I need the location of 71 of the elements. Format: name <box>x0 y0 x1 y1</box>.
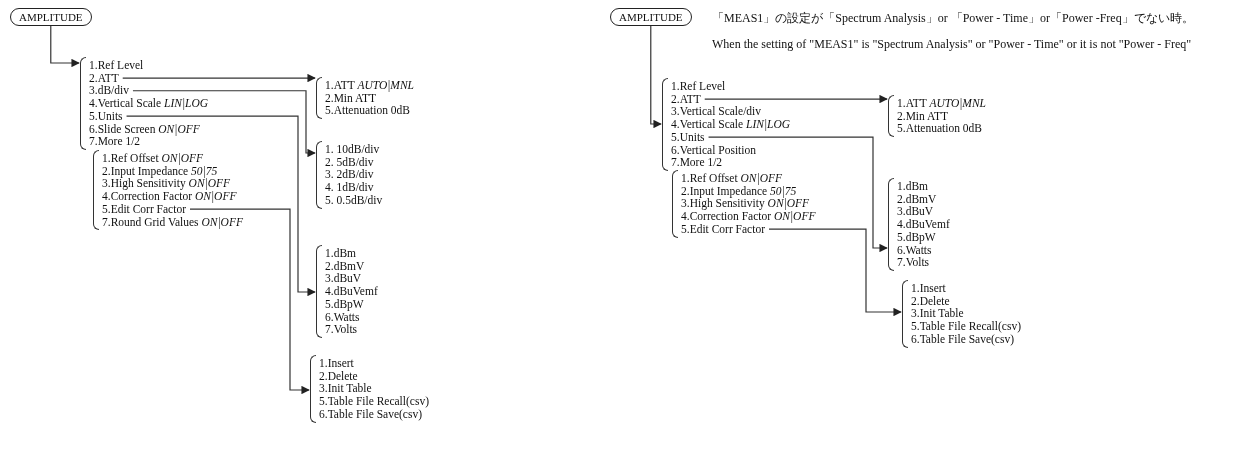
menu-item: 5.Units <box>89 109 209 123</box>
menu-item: 5.dBpW <box>897 230 950 244</box>
menu-item: 2.Delete <box>319 369 429 383</box>
menu-item: 2.Input Impedance 50|75 <box>102 164 243 178</box>
menu-item: 3.High Sensitivity ON|OFF <box>102 177 243 191</box>
menu-item: 4.Correction Factor ON|OFF <box>681 210 816 223</box>
menu-item: 1.ATT AUTO|MNL <box>897 97 986 110</box>
menu-item: 6.Table File Save(csv) <box>319 407 429 421</box>
menu-item: 3.dB/div <box>89 84 209 98</box>
menu-item: 1.Ref Level <box>89 59 209 72</box>
menu-item: 2.Delete <box>911 294 1021 308</box>
menu-item: 1.dBm <box>325 247 378 260</box>
note-text: When the setting of "MEAS1" is "Spectrum Analysis" or "Power - Time" or it is not "Power - Freq" <box>712 37 1192 52</box>
arrow <box>132 90 316 158</box>
menu-item: 6.Table File Save(csv) <box>911 332 1021 346</box>
menu-item: 3. 2dB/div <box>325 168 383 182</box>
menu-item: 5.Edit Corr Factor <box>681 222 816 236</box>
menu-item: 4.Vertical Scale LIN|LOG <box>89 97 209 110</box>
menu-item: 3.dBuV <box>325 272 378 286</box>
menu-item: 1. 10dB/div <box>325 143 383 156</box>
menu-item: 5.Units <box>671 130 791 144</box>
menu-item: 4.Correction Factor ON|OFF <box>102 190 243 203</box>
menu-item: 3.Init Table <box>911 307 1021 321</box>
menu-item: 7.Volts <box>897 256 950 269</box>
menu-item: 3.Vertical Scale/div <box>671 105 791 119</box>
menu-item: 7.More 1/2 <box>89 135 209 148</box>
menu-item: 4.dBuVemf <box>325 285 378 298</box>
menu-item: 7.Volts <box>325 323 378 336</box>
menu-item: 2.Min ATT <box>325 91 414 105</box>
menu-item: 2.ATT <box>89 71 209 85</box>
arrow <box>189 208 310 395</box>
menu-item: 7.More 1/2 <box>671 156 791 169</box>
menu-item: 5.Attenuation 0dB <box>325 104 414 118</box>
menu-item: 5.Edit Corr Factor <box>102 202 243 216</box>
menu-item: 5.dBpW <box>325 297 378 311</box>
menu-item: 4. 1dB/div <box>325 181 383 194</box>
menu-item: 3.Init Table <box>319 382 429 396</box>
arrow <box>768 228 902 317</box>
menu-item: 6.Watts <box>897 243 950 257</box>
menu-item: 4.Vertical Scale LIN|LOG <box>671 118 791 131</box>
menu-item: 1.Insert <box>319 357 429 370</box>
menu-item: 2.ATT <box>671 92 791 106</box>
arrow <box>122 73 316 83</box>
menu-item: 6.Slide Screen ON|OFF <box>89 122 209 136</box>
menu-item: 2. 5dB/div <box>325 155 383 169</box>
menu-item: 3.dBuV <box>897 205 950 219</box>
menu-item: 1.Insert <box>911 282 1021 295</box>
menu-item: 5.Table File Recall(csv) <box>319 395 429 408</box>
arrow <box>707 136 888 253</box>
menu-item: 2.dBmV <box>897 192 950 206</box>
menu-item: 5.Table File Recall(csv) <box>911 320 1021 333</box>
menu-item: 2.Input Impedance 50|75 <box>681 184 816 198</box>
menu-item: 5. 0.5dB/div <box>325 193 383 207</box>
menu-item: 3.High Sensitivity ON|OFF <box>681 197 816 211</box>
menu-item: 1.dBm <box>897 180 950 193</box>
arrow <box>50 25 80 68</box>
menu-item: 5.Attenuation 0dB <box>897 122 986 136</box>
menu-item: 1.Ref Level <box>671 80 791 93</box>
menu-item: 1.Ref Offset ON|OFF <box>681 172 816 185</box>
note-text: 「MEAS1」の設定が「Spectrum Analysis」or 「Power - Time」or「Power -Freq」でない時。 <box>712 10 1194 27</box>
menu-item: 2.Min ATT <box>897 109 986 123</box>
menu-item: 1.Ref Offset ON|OFF <box>102 152 243 165</box>
arrow <box>650 25 662 129</box>
menu-item: 6.Watts <box>325 310 378 324</box>
menu-item: 1.ATT AUTO|MNL <box>325 79 414 92</box>
menu-item: 4.dBuVemf <box>897 218 950 231</box>
arrow <box>704 94 888 104</box>
menu-item: 6.Vertical Position <box>671 143 791 157</box>
menu-item: 7.Round Grid Values ON|OFF <box>102 215 243 229</box>
menu-item: 2.dBmV <box>325 259 378 273</box>
arrow <box>125 115 316 297</box>
